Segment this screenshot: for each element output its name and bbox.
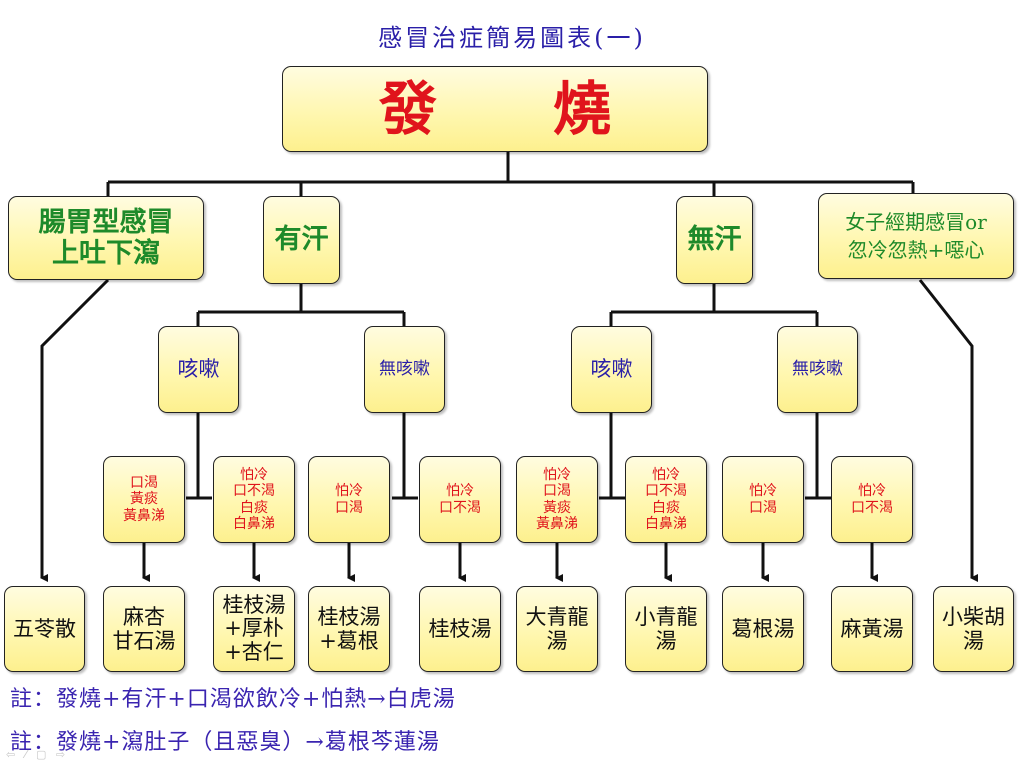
node-with-sweat: 有汗 <box>263 196 340 284</box>
root-node-fever: 發 燒 <box>282 66 708 152</box>
symptom-box-2: 怕冷 口不渴 白痰 白鼻涕 <box>213 456 295 543</box>
symptom-box-1: 口渴 黃痰 黃鼻涕 <box>103 456 185 543</box>
slide-nav-controls[interactable]: ⇦ ⁄ ▢ ⇨ <box>6 748 69 761</box>
symptom-box-5: 怕冷 口渴 黃痰 黃鼻涕 <box>516 456 598 543</box>
remedy-xiaochaihu: 小柴胡 湯 <box>933 586 1014 672</box>
diagram-title: 感冒治症簡易圖表(一) <box>378 24 646 52</box>
note-baihu: 註：發燒+有汗+口渴欲飲冷+怕熱→白虎湯 <box>10 687 456 712</box>
remedy-guizhi-houpu: 桂枝湯 +厚朴 +杏仁 <box>213 586 295 672</box>
node-no-sweat: 無汗 <box>676 196 753 284</box>
remedy-mahuang: 麻黃湯 <box>831 586 913 672</box>
remedy-maxing-gancao: 麻杏 甘石湯 <box>103 586 185 672</box>
symptom-box-8: 怕冷 口不渴 <box>831 456 913 543</box>
node-gastro-cold: 腸胃型感冒 上吐下瀉 <box>8 196 204 280</box>
note-gegen-qinlian: 註：發燒+瀉肚子（且惡臭）→葛根芩蓮湯 <box>10 730 440 755</box>
remedy-guizhi-gegen: 桂枝湯 +葛根 <box>308 586 390 672</box>
symptom-box-7: 怕冷 口渴 <box>722 456 804 543</box>
node-nosweat-no-cough: 無咳嗽 <box>777 326 858 413</box>
symptom-box-6: 怕冷 口不渴 白痰 白鼻涕 <box>625 456 707 543</box>
node-sweat-no-cough: 無咳嗽 <box>364 326 445 413</box>
symptom-box-3: 怕冷 口渴 <box>308 456 390 543</box>
node-nosweat-cough: 咳嗽 <box>571 326 652 413</box>
remedy-xiaoqinglong: 小青龍 湯 <box>625 586 707 672</box>
remedy-gegen: 葛根湯 <box>722 586 804 672</box>
remedy-wuling-san: 五苓散 <box>4 586 85 672</box>
symptom-box-4: 怕冷 口不渴 <box>419 456 501 543</box>
node-sweat-cough: 咳嗽 <box>158 326 239 413</box>
remedy-guizhi: 桂枝湯 <box>419 586 501 672</box>
remedy-daqinglong: 大青龍 湯 <box>516 586 598 672</box>
node-menstrual-cold: 女子經期感冒or 忽冷忽熱+噁心 <box>818 193 1014 279</box>
